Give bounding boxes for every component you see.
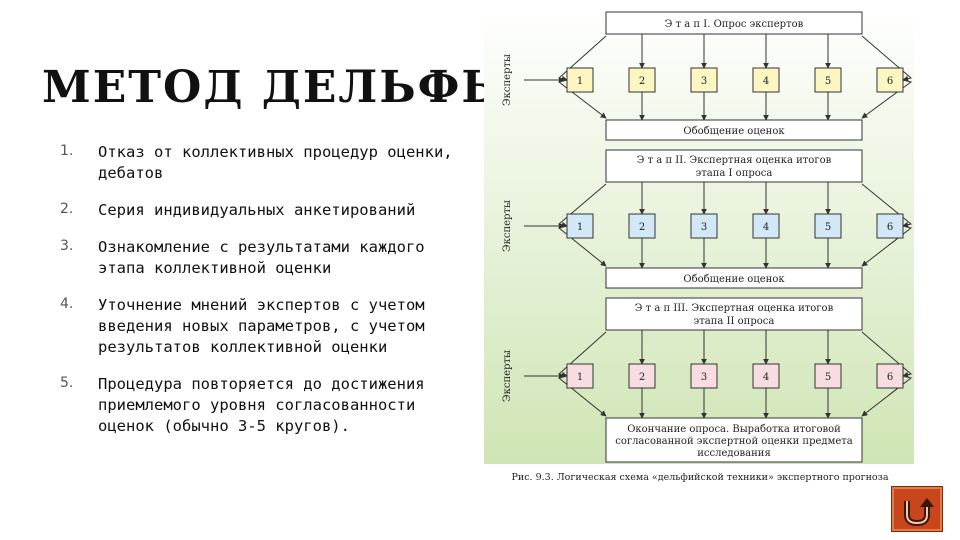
- stage-2-title-line2: этапа I опроса: [696, 168, 773, 179]
- stage-2-box: [605, 149, 863, 183]
- delphi-flow-diagram: Э т а п I. Опрос экспертов 1 2 3 4 5 6 Обобще…: [484, 8, 914, 483]
- expert-box: [690, 67, 718, 93]
- expert-box: [690, 363, 718, 389]
- back-button[interactable]: [891, 486, 943, 532]
- stage-1-title: Э т а п I. Опрос экспертов: [665, 19, 804, 30]
- expert-box: [628, 67, 656, 93]
- expert-box: [690, 213, 718, 239]
- expert-number: 1: [577, 76, 583, 87]
- expert-number: 4: [763, 222, 769, 233]
- stage-1: Э т а п I. Опрос экспертов 1 2 3 4 5 6 Обобще…: [502, 11, 913, 141]
- expert-number: 3: [701, 372, 707, 383]
- flow-arrow: [861, 375, 913, 417]
- summary-2-box: [605, 267, 863, 289]
- expert-box: [566, 213, 594, 239]
- expert-number: 2: [639, 372, 645, 383]
- list-item: 2. Серия индивидуальных анкетирований: [60, 200, 470, 221]
- expert-number: 6: [887, 76, 893, 87]
- expert-row-2: 1 2 3 4 5 6: [557, 182, 913, 269]
- list-item-number: 4.: [60, 296, 74, 312]
- flow-arrow: [861, 225, 913, 267]
- flow-arrow: [861, 183, 913, 228]
- final-line2: согласованной экспертной оценки предмета: [615, 436, 853, 447]
- expert-box: [814, 363, 842, 389]
- expert-number: 1: [577, 372, 583, 383]
- experts-label-2: Эксперты: [502, 200, 513, 252]
- flow-arrow: [861, 35, 913, 82]
- expert-row-3: 1 2 3 4 5 6: [557, 330, 913, 419]
- expert-number: 4: [763, 76, 769, 87]
- flow-arrow: [861, 79, 913, 119]
- diagram-caption: Рис. 9.3. Логическая схема «дельфийской …: [512, 472, 889, 483]
- list-item-number: 1.: [60, 143, 74, 159]
- expert-number: 5: [825, 222, 831, 233]
- list-item: 4. Уточнение мнений экспертов с учетом вв…: [60, 295, 470, 358]
- expert-box: [628, 363, 656, 389]
- expert-box: [814, 213, 842, 239]
- final-line1: Окончание опроса. Выработка итоговой: [627, 424, 841, 435]
- list-item-number: 2.: [60, 201, 74, 217]
- expert-row-1: 1 2 3 4 5 6: [557, 34, 913, 121]
- expert-box: [876, 67, 904, 93]
- final-line3: исследования: [697, 448, 771, 459]
- expert-box: [876, 213, 904, 239]
- return-arrow-icon: [904, 498, 934, 527]
- expert-number: 6: [887, 222, 893, 233]
- list-item: 5. Процедура повторяется до достижения пр…: [60, 374, 470, 437]
- expert-number: 3: [701, 222, 707, 233]
- steps-list: 1. Отказ от коллективных процедур оценки,…: [60, 142, 470, 453]
- summary-2-label: Обобщение оценок: [683, 274, 785, 285]
- list-item-text: Ознакомление с результатами каждого этап…: [98, 238, 425, 277]
- summary-1-label: Обобщение оценок: [683, 126, 785, 137]
- expert-number: 5: [825, 76, 831, 87]
- list-item-text: Уточнение мнений экспертов с учетом введ…: [98, 296, 425, 356]
- stage-3-title-line1: Э т а п III. Экспертная оценка итогов: [635, 303, 834, 314]
- list-item-text: Отказ от коллективных процедур оценки, д…: [98, 143, 453, 182]
- expert-number: 4: [763, 372, 769, 383]
- expert-box: [752, 213, 780, 239]
- expert-box: [876, 363, 904, 389]
- expert-box: [566, 67, 594, 93]
- expert-box: [566, 363, 594, 389]
- stage-3-title-line2: этапа II опроса: [694, 316, 775, 327]
- expert-number: 6: [887, 372, 893, 383]
- expert-number: 2: [639, 222, 645, 233]
- expert-box: [752, 363, 780, 389]
- stage-2-title-line1: Э т а п II. Экспертная оценка итогов: [637, 155, 832, 166]
- experts-label-3: Эксперты: [502, 350, 513, 402]
- list-item: 3. Ознакомление с результатами каждого эт…: [60, 237, 470, 279]
- list-item-text: Серия индивидуальных анкетирований: [98, 201, 416, 219]
- stage-3: Э т а п III. Экспертная оценка итогов эт…: [502, 297, 913, 463]
- expert-number: 2: [639, 76, 645, 87]
- flow-arrow: [861, 331, 913, 378]
- expert-box: [628, 213, 656, 239]
- summary-1-box: [605, 119, 863, 141]
- page-title: МЕТОД ДЕЛЬФЫ: [42, 62, 517, 113]
- expert-number: 1: [577, 222, 583, 233]
- expert-number: 5: [825, 372, 831, 383]
- list-item: 1. Отказ от коллективных процедур оценки,…: [60, 142, 470, 184]
- list-item-number: 3.: [60, 238, 74, 254]
- expert-box: [814, 67, 842, 93]
- stage-1-box: [605, 11, 863, 35]
- expert-number: 3: [701, 76, 707, 87]
- final-box: [605, 417, 863, 463]
- list-item-text: Процедура повторяется до достижения прие…: [98, 375, 425, 435]
- expert-box: [752, 67, 780, 93]
- stage-3-box: [605, 297, 863, 331]
- stage-2: Э т а п II. Экспертная оценка итогов эта…: [502, 149, 913, 289]
- experts-label-1: Эксперты: [502, 54, 513, 106]
- list-item-number: 5.: [60, 375, 74, 391]
